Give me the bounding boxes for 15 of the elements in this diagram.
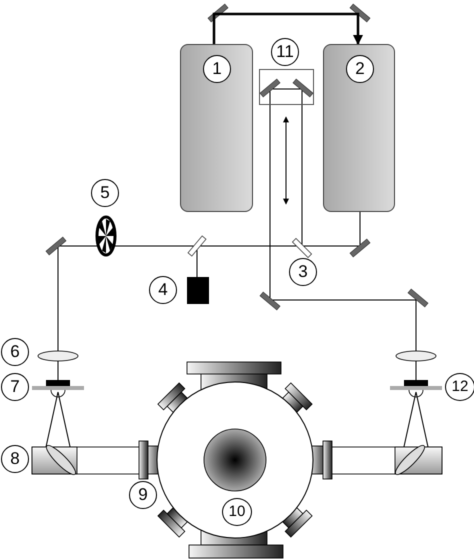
callout-number: 1 [203, 55, 231, 83]
laser-box [180, 44, 253, 212]
callout-number: 5 [91, 179, 119, 207]
callout-number: 11 [271, 38, 299, 66]
callout-number: 4 [149, 276, 177, 304]
callout-number: 7 [1, 373, 29, 401]
callout-number: 8 [1, 445, 29, 473]
callout-number: 9 [129, 481, 157, 509]
callout-number: 3 [289, 258, 317, 286]
callout-number: 12 [445, 373, 474, 401]
laser-box [323, 44, 395, 212]
laser-beam-arrow [212, 12, 363, 45]
callout-number: 2 [346, 55, 374, 83]
callout-number: 6 [1, 338, 29, 366]
delay-stage [259, 36, 314, 105]
